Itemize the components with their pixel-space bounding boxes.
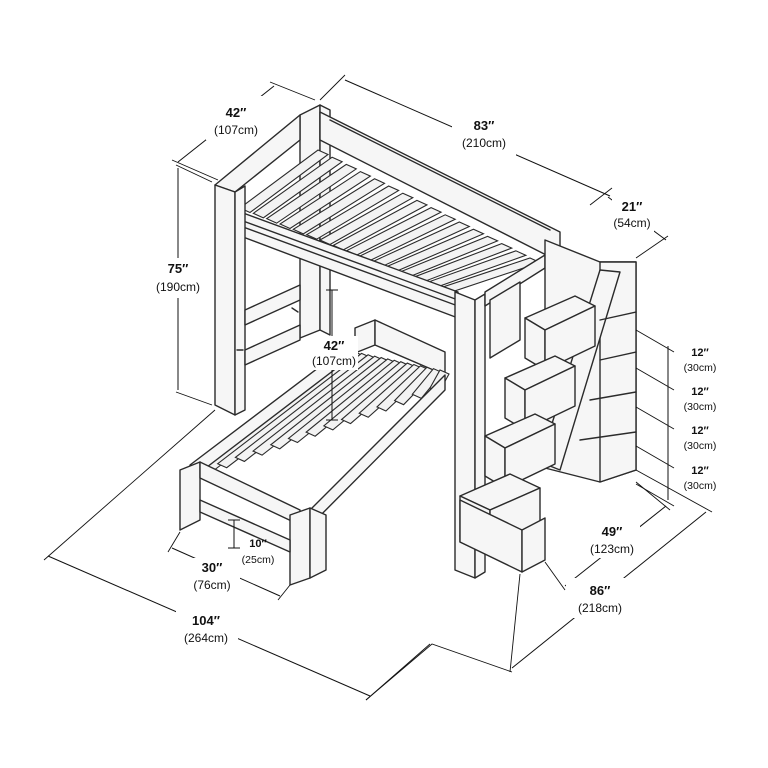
dim-height-cm: (190cm) (156, 280, 200, 294)
dim-stair-width-cm: (123cm) (590, 542, 634, 556)
dim-step-rise-4: 12″ (30cm) (684, 465, 717, 492)
dim-step-rise-2-in: 12″ (691, 386, 709, 398)
dim-top-length-in: 83″ (474, 118, 495, 133)
dim-step-rise-2-cm: (30cm) (684, 401, 717, 413)
loft-front-left-post (214, 184, 236, 416)
dim-under-height-cm: (107cm) (312, 354, 356, 368)
dim-top-length: 83″ (210cm) (452, 112, 516, 156)
dim-stair-depth-in: 21″ (622, 199, 643, 214)
slat (238, 149, 330, 214)
dim-height-in: 75″ (168, 261, 189, 276)
loft-slats (238, 149, 542, 294)
slat (292, 178, 386, 235)
dim-step-rise-1-cm: (30cm) (684, 362, 717, 374)
lower-bed-foot-post (179, 461, 201, 531)
dim-bed-height-cm: (25cm) (242, 554, 275, 566)
dim-step-rise-1: 12″ (30cm) (684, 347, 717, 374)
dim-bed-width-in: 30″ (202, 560, 223, 575)
dim-top-length-cm: (210cm) (462, 136, 506, 150)
slat (265, 163, 358, 224)
dim-stair-depth: 21″ (54cm) (612, 196, 654, 232)
dim-stair-width: 49″ (123cm) (584, 518, 640, 558)
dim-total-length: 104″ (264cm) (176, 608, 238, 648)
dimension-lines (43, 74, 713, 701)
dim-total-depth-in: 86″ (590, 583, 611, 598)
dim-step-rise-3: 12″ (30cm) (684, 425, 717, 452)
dim-top-depth-cm: (107cm) (214, 123, 258, 137)
dim-step-rise-3-in: 12″ (691, 425, 709, 437)
dim-total-length-cm: (264cm) (184, 631, 228, 645)
dim-total-depth: 86″ (218cm) (566, 578, 632, 618)
dim-total-depth-cm: (218cm) (578, 601, 622, 615)
dim-bed-width-cm: (76cm) (193, 578, 230, 592)
dimension-labels: 42″ (107cm) 83″ (210cm) 21″ (54cm) 75″ (… (150, 96, 716, 648)
dim-stair-width-in: 49″ (602, 524, 623, 539)
dim-step-rise-3-cm: (30cm) (684, 440, 717, 452)
dim-step-rise-4-cm: (30cm) (684, 480, 717, 492)
dim-step-rise-2: 12″ (30cm) (684, 386, 717, 413)
slat (305, 185, 400, 240)
dim-stair-depth-cm: (54cm) (613, 216, 650, 230)
dim-bed-height-in: 10″ (249, 538, 267, 550)
staircase (459, 239, 637, 573)
slat (252, 156, 344, 219)
dim-under-height-in: 42″ (324, 338, 345, 353)
dim-bed-height: 10″ (25cm) (242, 538, 275, 566)
dim-total-length-in: 104″ (192, 613, 220, 628)
dim-top-depth: 42″ (107cm) (206, 96, 266, 140)
dim-step-rise-1-in: 12″ (691, 347, 709, 359)
dim-height: 75″ (190cm) (150, 258, 208, 298)
slat (278, 170, 372, 230)
dim-under-height: 42″ (107cm) (310, 336, 358, 370)
dim-bed-width: 30″ (76cm) (190, 558, 240, 594)
dim-step-rise-4-in: 12″ (691, 465, 709, 477)
dim-top-depth-in: 42″ (226, 105, 247, 120)
